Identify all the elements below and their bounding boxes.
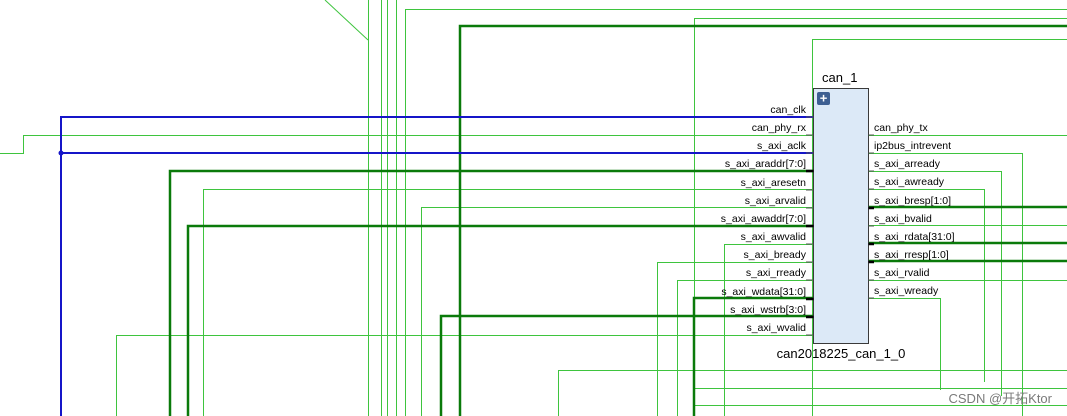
pin-label-s-axi-aclk[interactable]: s_axi_aclk: [757, 140, 807, 152]
bus-nets: [168, 24, 1067, 416]
bus-awaddr[interactable]: [186, 224, 822, 416]
pin-label-s-axi-awaddr[interactable]: s_axi_awaddr[7:0]: [721, 213, 806, 225]
pin-label-can-phy-rx[interactable]: can_phy_rx: [752, 122, 807, 134]
expand-button-bg[interactable]: [817, 92, 830, 105]
net-wvalid[interactable]: [116, 335, 823, 416]
expand-button[interactable]: +: [817, 91, 830, 106]
pin-label-s-axi-wvalid[interactable]: s_axi_wvalid: [746, 322, 806, 334]
net-arready[interactable]: [859, 171, 1002, 397]
watermark-text: CSDN @开拓Ktor: [949, 391, 1053, 406]
pin-label-s-axi-bready[interactable]: s_axi_bready: [744, 249, 807, 261]
pin-label-s-axi-wdata[interactable]: s_axi_wdata[31:0]: [721, 286, 806, 298]
net-top-diagonal[interactable]: [324, 0, 369, 41]
net-aresetn[interactable]: [203, 189, 823, 416]
block-instance-name: can_1: [822, 70, 857, 85]
pin-label-s-axi-bresp[interactable]: s_axi_bresp[1:0]: [874, 195, 951, 207]
pin-label-can-phy-tx[interactable]: can_phy_tx: [874, 122, 928, 134]
net-wready[interactable]: [859, 298, 941, 391]
pin-label-s-axi-bvalid[interactable]: s_axi_bvalid: [874, 213, 932, 225]
pin-label-s-axi-rresp[interactable]: s_axi_rresp[1:0]: [874, 249, 949, 261]
pin-label-ip2bus-intrevent[interactable]: ip2bus_intrevent: [874, 140, 951, 152]
net-intrevent[interactable]: [859, 153, 1023, 416]
pin-label-s-axi-aresetn[interactable]: s_axi_aresetn: [741, 177, 807, 189]
pin-label-s-axi-araddr[interactable]: s_axi_araddr[7:0]: [725, 158, 806, 170]
bus-top[interactable]: [458, 24, 1067, 416]
block-module-name: can2018225_can_1_0: [777, 346, 906, 361]
bus-araddr[interactable]: [168, 169, 822, 416]
pin-label-s-axi-wstrb[interactable]: s_axi_wstrb[3:0]: [730, 304, 806, 316]
net-awvalid[interactable]: [724, 244, 823, 416]
bus-wdata[interactable]: [692, 296, 822, 416]
ip-block-body[interactable]: [813, 88, 869, 344]
pin-label-s-axi-arvalid[interactable]: s_axi_arvalid: [745, 195, 806, 207]
pin-label-s-axi-rready[interactable]: s_axi_rready: [746, 267, 807, 279]
pin-label-can-clk[interactable]: can_clk: [770, 104, 806, 116]
pin-label-s-axi-awready[interactable]: s_axi_awready: [874, 176, 945, 188]
expand-plus-icon: +: [820, 91, 828, 106]
net-arvalid[interactable]: [421, 207, 823, 416]
pin-label-s-axi-awvalid[interactable]: s_axi_awvalid: [741, 231, 807, 243]
net-top-405[interactable]: [405, 9, 1067, 416]
pin-stubs: [806, 116, 874, 336]
net-awready[interactable]: [859, 189, 985, 383]
clock-net-can-clk[interactable]: [60, 116, 822, 416]
net-top-694[interactable]: [694, 18, 1067, 416]
pin-labels: can_clk can_phy_rx s_axi_aclk s_axi_araddr[…: [721, 104, 955, 334]
pin-label-s-axi-rvalid[interactable]: s_axi_rvalid: [874, 267, 930, 279]
pin-label-s-axi-rdata[interactable]: s_axi_rdata[31:0]: [874, 231, 955, 243]
ip-block[interactable]: can_1 can2018225_can_1_0 +: [777, 70, 906, 361]
net-can-phy-rx[interactable]: [0, 135, 822, 154]
net-top-812[interactable]: [812, 39, 1067, 416]
bus-wstrb[interactable]: [439, 314, 822, 416]
clock-junction-dot: [58, 150, 64, 156]
pin-label-s-axi-arready[interactable]: s_axi_arready: [874, 158, 941, 170]
net-bready[interactable]: [657, 262, 823, 416]
pin-label-s-axi-wready[interactable]: s_axi_wready: [874, 285, 939, 297]
clock-nets: [58, 116, 822, 416]
